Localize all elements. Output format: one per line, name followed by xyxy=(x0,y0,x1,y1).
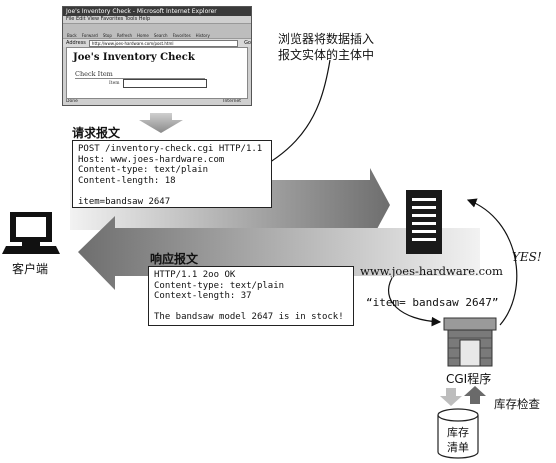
cgi-to-db-arrow xyxy=(440,388,462,406)
favorites-button[interactable]: Favorites xyxy=(172,33,191,38)
request-line: POST /inventory-check.cgi HTTP/1.1 xyxy=(78,144,263,154)
annotation-line-1: 浏览器将数据插入 xyxy=(278,32,375,46)
inventory-database-icon xyxy=(437,408,479,459)
server-to-cgi-curve xyxy=(387,277,442,327)
database-label-line-2: 清单 xyxy=(447,441,469,454)
response-line: Content-type: text/plain xyxy=(154,280,285,291)
server-label: www.joes-hardware.com xyxy=(360,264,503,278)
response-label: 响应报文 xyxy=(150,252,199,266)
browser-toolbar: Back Forward Stop Refresh Home Search Fa… xyxy=(63,23,251,39)
refresh-button[interactable]: Refresh xyxy=(116,33,133,38)
cgi-label: CGI程序 xyxy=(446,372,492,386)
item-input[interactable] xyxy=(123,79,207,88)
url-input[interactable]: http://www.joes-hardware.com/post.html xyxy=(88,39,239,47)
yes-curve xyxy=(466,198,518,326)
status-left: Done xyxy=(66,99,78,104)
request-line: Content-type: text/plain xyxy=(78,165,209,175)
browser-window: Joe's Inventory Check - Microsoft Intern… xyxy=(62,6,252,106)
annotation-line-2: 报文实体的主体中 xyxy=(278,48,375,62)
browser-menu[interactable]: File Edit View Favorites Tools Help xyxy=(66,16,151,22)
request-line: Content-length: 18 xyxy=(78,175,176,186)
down-arrow-browser xyxy=(139,113,183,133)
server-icon xyxy=(406,190,442,254)
browser-title: Joe's Inventory Check - Microsoft Intern… xyxy=(63,7,251,16)
cgi-program-icon xyxy=(443,317,497,367)
client-label: 客户端 xyxy=(12,262,49,276)
back-button[interactable]: Back xyxy=(67,33,77,38)
address-label: Address xyxy=(66,40,86,46)
request-message-box: POST /inventory-check.cgi HTTP/1.1 Host:… xyxy=(72,140,272,208)
database-label-line-1: 库存 xyxy=(447,426,469,439)
go-button[interactable]: Go xyxy=(244,40,251,46)
search-button[interactable]: Search xyxy=(153,33,168,38)
request-label: 请求报文 xyxy=(72,126,121,140)
forward-button[interactable]: Forward xyxy=(81,33,98,38)
status-right: Internet xyxy=(223,99,241,104)
request-body-line: item=bandsaw 2647 xyxy=(78,196,171,207)
client-computer-icon xyxy=(2,212,60,254)
form-title: Check Item xyxy=(75,70,113,78)
stop-button[interactable]: Stop xyxy=(102,33,112,38)
request-line: Host: www.joes-hardware.com xyxy=(78,154,225,165)
page-heading: Joe's Inventory Check xyxy=(73,52,195,63)
cgi-query-label: “item= bandsaw 2647” xyxy=(366,296,499,309)
response-line: HTTP/1.1 2oo OK xyxy=(154,270,236,280)
item-label: Item xyxy=(109,81,120,86)
response-message-box: HTTP/1.1 2oo OK Content-type: text/plain… xyxy=(148,266,354,326)
address-bar: Address http://www.joes-hardware.com/pos… xyxy=(63,39,251,47)
history-button[interactable]: History xyxy=(195,33,210,38)
yes-label: YES! xyxy=(512,250,542,264)
db-to-cgi-arrow xyxy=(464,386,486,404)
home-button[interactable]: Home xyxy=(137,33,149,38)
status-bar: Done Internet xyxy=(63,99,251,105)
browser-content: Joe's Inventory Check Check Item Item xyxy=(66,47,248,99)
form-divider xyxy=(75,78,205,79)
inventory-check-label: 库存检查 xyxy=(494,397,540,411)
response-line: Context-length: 37 xyxy=(154,291,252,301)
response-body-line: The bandsaw model 2647 is in stock! xyxy=(154,312,344,322)
